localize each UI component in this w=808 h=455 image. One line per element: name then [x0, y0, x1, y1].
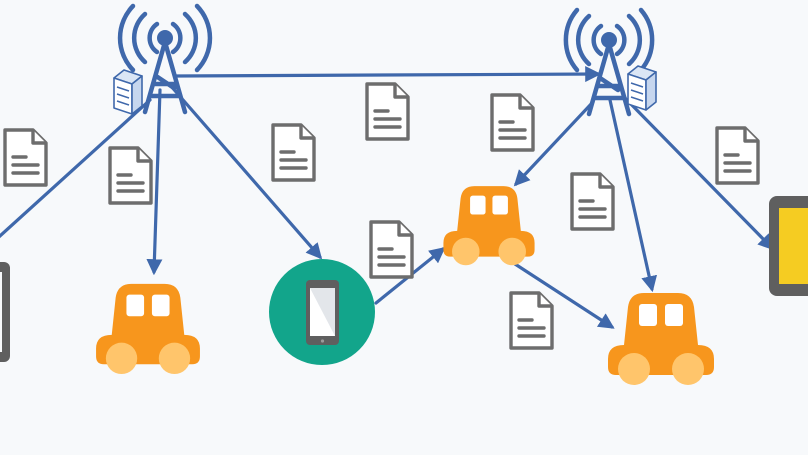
- link-tower-right-to-car-right: [608, 98, 658, 293]
- smartphone: [269, 259, 375, 365]
- document-icon: [509, 291, 554, 350]
- smartphone-icon: [306, 280, 339, 345]
- device-left-partial: [0, 262, 10, 362]
- car-left: [96, 283, 200, 375]
- document-icon: [365, 82, 410, 141]
- link-tower-to-tower: [173, 66, 602, 83]
- link-car-middle-to-car-right: [513, 262, 615, 329]
- document-icon: [369, 220, 414, 279]
- tablet-right: [769, 196, 808, 296]
- link-tower-right-to-car-middle: [513, 100, 595, 187]
- document-icon: [271, 123, 316, 182]
- link-tower-left-to-car-left: [146, 88, 163, 276]
- document-icon: [715, 126, 760, 185]
- server-icon: [113, 69, 143, 115]
- car-middle: [443, 186, 535, 266]
- base-station-left: [117, 3, 213, 115]
- link-tower-right-to-tablet: [623, 96, 775, 251]
- edge-server-right: [627, 65, 657, 111]
- base-station-right: [563, 7, 655, 117]
- car-icon: [96, 283, 200, 375]
- tablet-icon: [0, 262, 10, 362]
- document-icon: [490, 93, 535, 152]
- document-icon: [3, 128, 48, 187]
- cell-tower-icon: [117, 3, 213, 115]
- tablet-icon: [769, 196, 808, 296]
- car-right: [608, 293, 714, 385]
- car-icon: [608, 293, 714, 385]
- cell-tower-icon: [563, 7, 655, 117]
- car-icon: [443, 186, 535, 266]
- server-icon: [627, 65, 657, 111]
- edge-server-left: [113, 69, 143, 115]
- link-tower-left-to-smartphone: [168, 83, 323, 260]
- link-tower-left-to-device-left: [0, 98, 152, 239]
- document-icon: [570, 172, 615, 231]
- document-icon: [108, 146, 153, 205]
